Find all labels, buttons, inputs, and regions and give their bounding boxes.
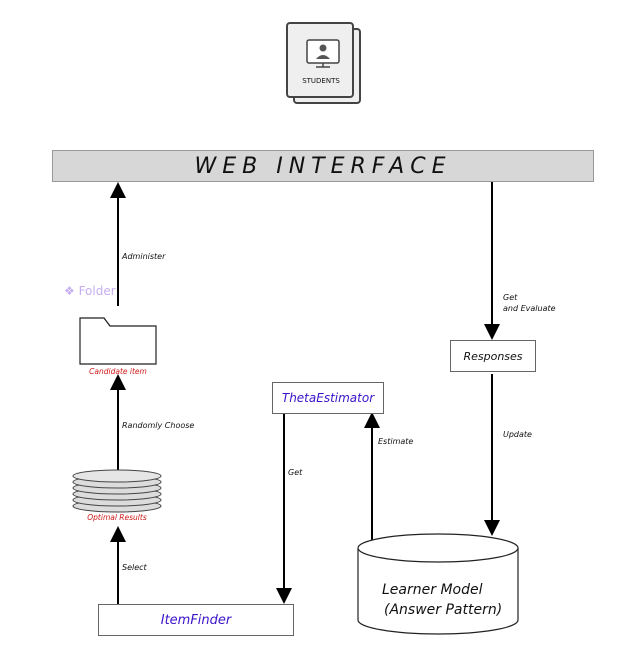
legacy-folder-label: ❖ Folder [64, 284, 116, 298]
edge-label-update: Update [503, 430, 532, 439]
stacked-disks-icon [72, 469, 162, 513]
monitor-user-icon [306, 39, 340, 68]
edge-label-administer: Administer [122, 252, 166, 261]
responses-label: Responses [463, 349, 523, 363]
folder-icon [79, 317, 157, 365]
web-interface-bar: WEB INTERFACE [52, 150, 594, 182]
optimal-results-caption: Optimal Results [87, 513, 147, 522]
edge-label-get: Get [503, 293, 518, 302]
edge-label-estimate: Estimate [378, 437, 414, 446]
edge-label-and-evaluate: and Evaluate [503, 304, 556, 313]
students-label: STUDENTS [302, 77, 340, 85]
theta-estimator-box: ThetaEstimator [272, 382, 384, 414]
item-finder-label: ItemFinder [160, 612, 232, 628]
cylinder-icon [357, 533, 519, 635]
candidate-item-caption: Candidate item [89, 367, 147, 376]
web-interface-label: WEB INTERFACE [194, 153, 452, 179]
edge-label-select: Select [122, 563, 147, 572]
theta-estimator-label: ThetaEstimator [281, 391, 375, 405]
edge-label-randomly-choose: Randomly Choose [122, 421, 195, 430]
learner-model-subtitle: (Answer Pattern) [384, 602, 503, 618]
responses-box: Responses [450, 340, 536, 372]
edge-label-get-theta: Get [288, 468, 303, 477]
item-finder-box: ItemFinder [98, 604, 294, 636]
learner-model-title: Learner Model [382, 582, 483, 598]
